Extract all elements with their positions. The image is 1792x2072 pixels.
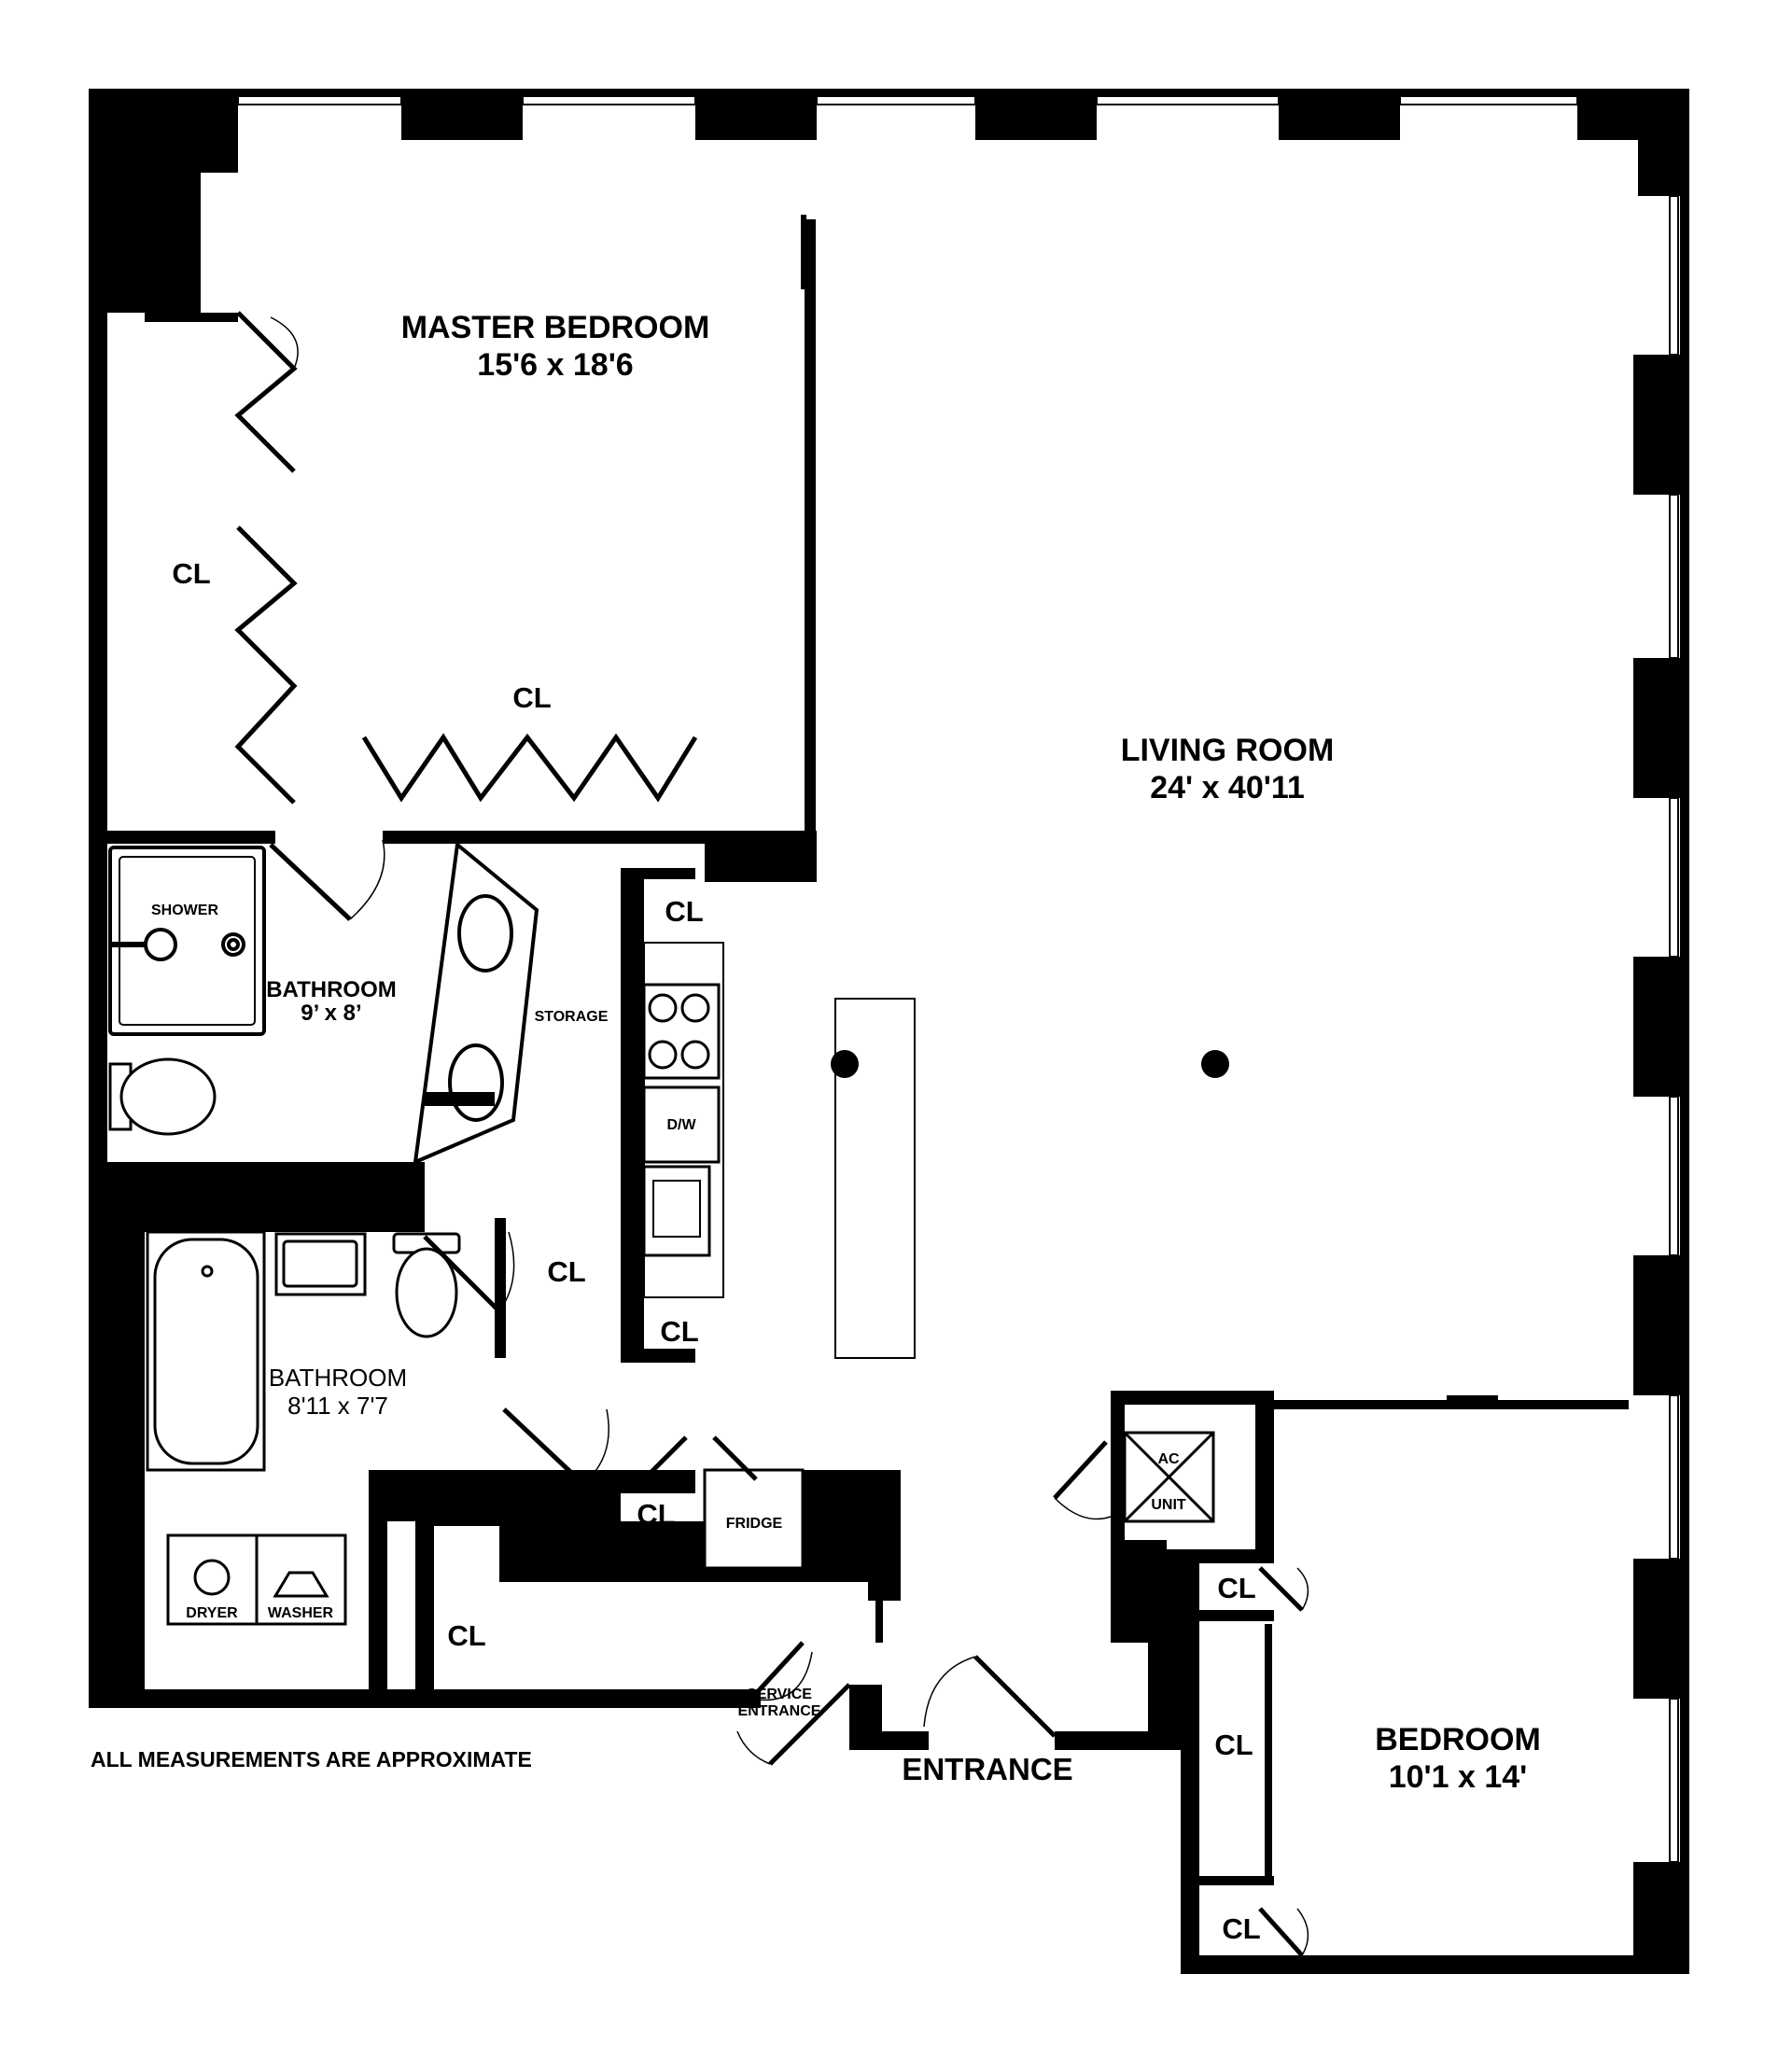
measurements-note: ALL MEASUREMENTS ARE APPROXIMATE — [91, 1747, 532, 1771]
ac-unit — [1123, 1431, 1215, 1523]
interior-walls — [89, 215, 1629, 1969]
closet-label: CL — [512, 681, 551, 714]
kitchen-counter — [642, 942, 724, 1298]
closet-label: CL — [1214, 1729, 1253, 1761]
windows — [237, 95, 1679, 1863]
closet-label: CL — [172, 557, 210, 590]
ac-unit-label: UNIT — [1151, 1497, 1186, 1513]
closet-label: CL — [447, 1619, 485, 1652]
door-arcs — [270, 316, 1309, 1956]
service-entrance-label: SERVICE — [747, 1687, 812, 1702]
shower — [108, 846, 266, 1036]
bathroom-1-size: 9’ x 8’ — [301, 1001, 361, 1026]
washer-label: WASHER — [268, 1605, 334, 1621]
storage-label: STORAGE — [535, 1009, 609, 1025]
fridge-label: FRIDGE — [726, 1516, 783, 1532]
dishwasher-label: D/W — [666, 1117, 696, 1133]
sink-bath2 — [274, 1232, 367, 1296]
closet-label: CL — [665, 895, 703, 928]
shower-label: SHOWER — [151, 903, 218, 918]
closet-label: CL — [1217, 1572, 1255, 1604]
bathroom-1-name: BATHROOM — [266, 977, 397, 1002]
living-room-size: 24' x 40'11 — [1150, 770, 1305, 805]
closet-label: CL — [637, 1498, 675, 1531]
column — [1201, 1050, 1229, 1078]
service-entrance-label-2: ENTRANCE — [738, 1703, 821, 1719]
storage-vanity — [413, 841, 539, 1166]
main-entrance-label: ENTRANCE — [902, 1752, 1072, 1786]
fridge — [703, 1468, 805, 1570]
closet-label: CL — [660, 1315, 698, 1348]
closet-label: CL — [547, 1255, 585, 1288]
column — [831, 1050, 859, 1078]
toilet-bath1 — [108, 1057, 217, 1136]
ac-label: AC — [1157, 1451, 1180, 1467]
master-bedroom-size: 15'6 x 18'6 — [477, 347, 633, 383]
exterior-walls — [89, 89, 1689, 1974]
living-room-name: LIVING ROOM — [1121, 733, 1335, 768]
master-bedroom-name: MASTER BEDROOM — [401, 310, 710, 345]
closet-label: CL — [1222, 1912, 1260, 1945]
bathroom-2-name: BATHROOM — [269, 1364, 407, 1392]
toilet-bath2 — [392, 1232, 461, 1338]
bedroom-name: BEDROOM — [1375, 1722, 1541, 1757]
bathtub — [146, 1230, 266, 1472]
bathroom-2-size: 8'11 x 7'7 — [287, 1392, 388, 1420]
dryer-label: DRYER — [186, 1605, 238, 1621]
bedroom-size: 10'1 x 14' — [1389, 1759, 1528, 1795]
doors — [234, 311, 1304, 1957]
laundry — [166, 1533, 347, 1626]
stove — [642, 983, 721, 1080]
